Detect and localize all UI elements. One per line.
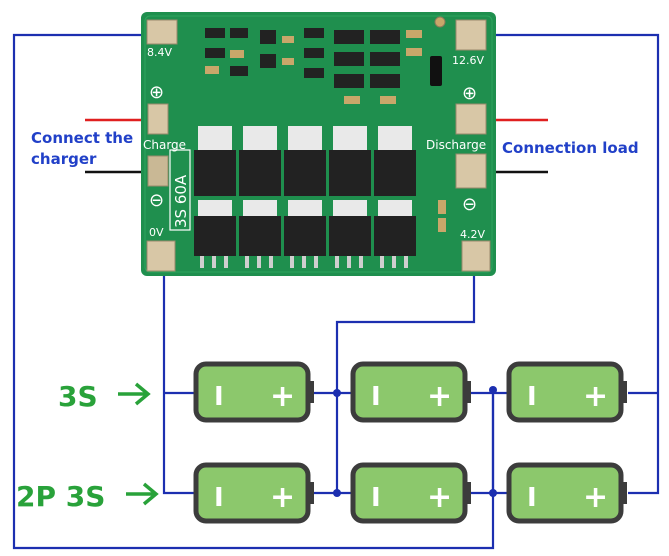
- battery-cell: I +: [350, 462, 471, 524]
- wire-4v2: [335, 258, 476, 393]
- label-12v6: 12.6V: [452, 54, 484, 67]
- battery-cell: I +: [506, 361, 627, 423]
- charge-minus-symbol: ⊖: [149, 190, 164, 211]
- battery-negative-symbol: I: [527, 483, 537, 513]
- mounting-hole: [434, 16, 446, 28]
- config-label-2p3s: 2P 3S: [16, 480, 105, 513]
- wires: [12, 33, 660, 550]
- pad-4v2: [461, 240, 491, 272]
- mosfet-col-4: [329, 126, 371, 256]
- label-0v: 0V: [149, 226, 164, 239]
- label-8v4: 8.4V: [147, 46, 172, 59]
- battery-negative-symbol: I: [527, 382, 537, 412]
- load-callout: Connection load: [502, 139, 639, 157]
- pad-0v: [146, 240, 176, 272]
- bms-board: 3S 60A 8.4V 12.6V ⊕ Charge ⊖ 0V ⊕ Discha…: [141, 12, 496, 276]
- discharge-plus-symbol: ⊕: [462, 83, 477, 104]
- pcb-edge: [144, 15, 493, 273]
- battery-negative-symbol: I: [214, 382, 224, 412]
- charger-callout-line1: Connect the: [31, 129, 133, 147]
- battery-negative-symbol: I: [214, 483, 224, 513]
- pad-charge-positive: [147, 103, 169, 135]
- battery-cell: I +: [193, 361, 314, 423]
- battery-positive-symbol: +: [583, 480, 608, 515]
- battery-positive-symbol: +: [270, 480, 295, 515]
- label-4v2: 4.2V: [460, 228, 485, 241]
- battery-positive-symbol: +: [427, 480, 452, 515]
- pad-8v4: [146, 19, 178, 45]
- battery-cell: I +: [506, 462, 627, 524]
- wire-0v: [162, 258, 196, 495]
- pad-charge-negative: [147, 155, 169, 187]
- charge-plus-symbol: ⊕: [149, 82, 164, 103]
- battery-negative-symbol: I: [371, 382, 381, 412]
- pad-discharge-positive: [455, 103, 487, 135]
- discharge-minus-symbol: ⊖: [462, 194, 477, 215]
- battery-positive-symbol: +: [270, 379, 295, 414]
- mosfets: [194, 126, 416, 268]
- model-label: 3S 60A: [172, 174, 190, 228]
- battery-cell: I +: [350, 361, 471, 423]
- smd-components: [205, 16, 446, 232]
- label-discharge: Discharge: [426, 138, 486, 152]
- model-label-box: [169, 149, 191, 231]
- wire-12v6-loop: [472, 33, 660, 495]
- diode: [430, 56, 442, 86]
- mosfet-col-1: [194, 126, 236, 256]
- battery-positive-symbol: +: [583, 379, 608, 414]
- mosfet-col-3: [284, 126, 326, 256]
- label-charge: Charge: [143, 138, 186, 152]
- arrow-right-icon: [126, 482, 159, 506]
- charger-callout-line2: charger: [31, 150, 97, 168]
- pad-12v6: [455, 19, 487, 51]
- junction-dot: [489, 386, 497, 394]
- battery-positive-symbol: +: [427, 379, 452, 414]
- config-label-3s: 3S: [58, 380, 98, 413]
- junction-dot: [333, 389, 341, 397]
- junction-dot: [333, 489, 341, 497]
- junction-dot: [489, 489, 497, 497]
- battery-cell: I +: [193, 462, 314, 524]
- mosfet-col-2: [239, 126, 281, 256]
- pad-discharge-negative: [455, 153, 487, 189]
- arrow-right-icon: [118, 382, 151, 406]
- battery-negative-symbol: I: [371, 483, 381, 513]
- mosfet-col-5: [374, 126, 416, 256]
